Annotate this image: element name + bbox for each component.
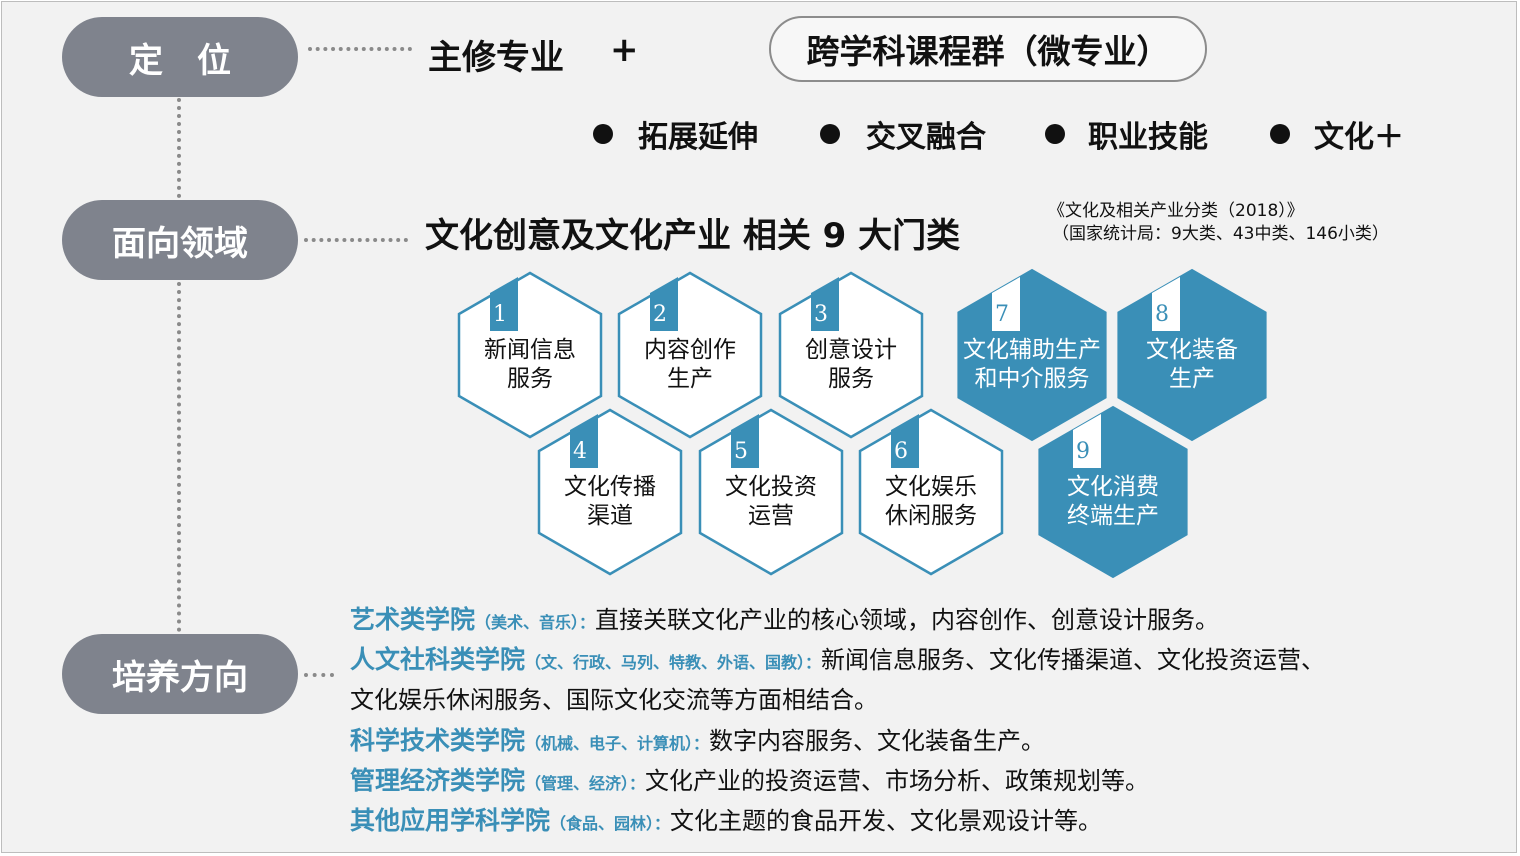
category-label-line2: 渠道 bbox=[587, 503, 633, 529]
college-subjects: （文、行政、马列、特教、外语、国教）： bbox=[525, 653, 822, 672]
category-hex-8: 8 文化装备生产 bbox=[1117, 268, 1267, 442]
source-detail: （国家统计局：9大类、43中类、146小类） bbox=[1052, 224, 1389, 244]
category-label-line1: 文化传播 bbox=[564, 474, 656, 500]
college-subjects: （机械、电子、计算机）： bbox=[525, 734, 710, 753]
category-label-line2: 和中介服务 bbox=[975, 366, 1090, 392]
direction-management: 管理经济类学院（管理、经济）：文化产业的投资运营、市场分析、政策规划等。 bbox=[350, 761, 1149, 804]
category-label-line1: 创意设计 bbox=[805, 337, 897, 363]
category-number: 7 bbox=[995, 302, 1009, 327]
category-label-line2: 终端生产 bbox=[1067, 503, 1159, 529]
direction-text: 文化主题的食品开发、文化景观设计等。 bbox=[670, 807, 1103, 835]
number-tab bbox=[992, 277, 1020, 331]
plus-sign: + bbox=[610, 30, 639, 70]
category-label-line2: 生产 bbox=[1169, 366, 1215, 392]
category-label-line2: 服务 bbox=[828, 366, 874, 392]
category-label-line1: 文化装备 bbox=[1146, 337, 1238, 363]
category-number: 6 bbox=[894, 439, 908, 464]
category-number: 2 bbox=[653, 302, 667, 327]
direction-arts: 艺术类学院（美术、音乐）：直接关联文化产业的核心领域，内容创作、创意设计服务。 bbox=[350, 600, 1219, 643]
course-group-pill: 跨学科课程群（微专业） bbox=[769, 16, 1207, 82]
college-name: 科学技术类学院 bbox=[350, 726, 526, 755]
category-label-line1: 文化辅助生产 bbox=[963, 337, 1101, 363]
number-tab bbox=[570, 414, 598, 468]
major-label: 主修专业 bbox=[428, 38, 564, 78]
category-label-line2: 服务 bbox=[507, 366, 553, 392]
connector-positioning bbox=[308, 47, 412, 51]
direction-text: 数字内容服务、文化装备生产。 bbox=[709, 727, 1046, 755]
node-positioning: 定 位 bbox=[62, 17, 298, 97]
direction-text: 新闻信息服务、文化传播渠道、文化投资运营、 bbox=[821, 646, 1326, 674]
number-tab bbox=[891, 414, 919, 468]
number-tab bbox=[811, 277, 839, 331]
fields-headline: 文化创意及文化产业 相关 9 大门类 bbox=[425, 216, 961, 256]
connector-vertical-1 bbox=[177, 98, 181, 198]
category-number: 8 bbox=[1155, 302, 1169, 327]
college-name: 艺术类学院 bbox=[350, 605, 476, 634]
number-tab bbox=[1073, 414, 1101, 468]
direction-humanities-continued: 文化娱乐休闲服务、国际文化交流等方面相结合。 bbox=[350, 680, 878, 720]
category-hex-4: 4 文化传播渠道 bbox=[537, 408, 683, 576]
direction-science: 科学技术类学院（机械、电子、计算机）：数字内容服务、文化装备生产。 bbox=[350, 721, 1045, 764]
category-number: 5 bbox=[734, 439, 748, 464]
category-label-line1: 新闻信息 bbox=[484, 337, 576, 363]
number-tab bbox=[1152, 277, 1180, 331]
direction-humanities: 人文社科类学院（文、行政、马列、特教、外语、国教）：新闻信息服务、文化传播渠道、… bbox=[350, 640, 1325, 683]
category-number: 1 bbox=[493, 302, 507, 327]
node-training: 培养方向 bbox=[62, 634, 298, 714]
category-label-line2: 生产 bbox=[667, 366, 713, 392]
node-fields: 面向领域 bbox=[62, 200, 298, 280]
category-label-line2: 休闲服务 bbox=[885, 503, 977, 529]
category-label-line1: 文化娱乐 bbox=[885, 474, 977, 500]
category-label-line1: 内容创作 bbox=[644, 337, 736, 363]
number-tab bbox=[490, 277, 518, 331]
category-hex-6: 6 文化娱乐休闲服务 bbox=[858, 408, 1004, 576]
category-label-line1: 文化消费 bbox=[1067, 474, 1159, 500]
direction-text: 文化娱乐休闲服务、国际文化交流等方面相结合。 bbox=[350, 686, 878, 714]
college-name: 人文社科类学院 bbox=[350, 645, 526, 674]
feature-culture-plus: 文化＋ bbox=[1314, 120, 1404, 155]
feature-skills: 职业技能 bbox=[1088, 120, 1208, 155]
bullet-icon bbox=[1270, 124, 1290, 144]
category-number: 3 bbox=[814, 302, 828, 327]
category-hex-3: 3 创意设计服务 bbox=[778, 271, 924, 439]
feature-crossover: 交叉融合 bbox=[866, 120, 986, 155]
college-subjects: （食品、园林）： bbox=[550, 814, 671, 833]
category-number: 4 bbox=[573, 439, 587, 464]
college-subjects: （美术、音乐）： bbox=[475, 613, 596, 632]
bullet-icon bbox=[593, 124, 613, 144]
feature-extension: 拓展延伸 bbox=[638, 120, 758, 155]
college-name: 管理经济类学院 bbox=[350, 766, 526, 795]
direction-text: 直接关联文化产业的核心领域，内容创作、创意设计服务。 bbox=[595, 606, 1220, 634]
direction-applied: 其他应用学科学院（食品、园林）：文化主题的食品开发、文化景观设计等。 bbox=[350, 801, 1102, 844]
college-name: 其他应用学科学院 bbox=[350, 806, 551, 835]
connector-vertical-2 bbox=[177, 282, 181, 632]
category-hex-1: 1 新闻信息服务 bbox=[457, 271, 603, 439]
connector-training bbox=[304, 673, 334, 677]
source-title: 《文化及相关产业分类（2018）》 bbox=[1048, 201, 1304, 221]
number-tab bbox=[731, 414, 759, 468]
category-label-line1: 文化投资 bbox=[725, 474, 817, 500]
bullet-icon bbox=[1045, 124, 1065, 144]
category-number: 9 bbox=[1076, 439, 1090, 464]
number-tab bbox=[650, 277, 678, 331]
bullet-icon bbox=[820, 124, 840, 144]
category-hex-5: 5 文化投资运营 bbox=[698, 408, 844, 576]
college-subjects: （管理、经济）： bbox=[525, 774, 646, 793]
direction-text: 文化产业的投资运营、市场分析、政策规划等。 bbox=[645, 767, 1150, 795]
category-label-line2: 运营 bbox=[748, 503, 794, 529]
connector-fields bbox=[304, 238, 408, 242]
